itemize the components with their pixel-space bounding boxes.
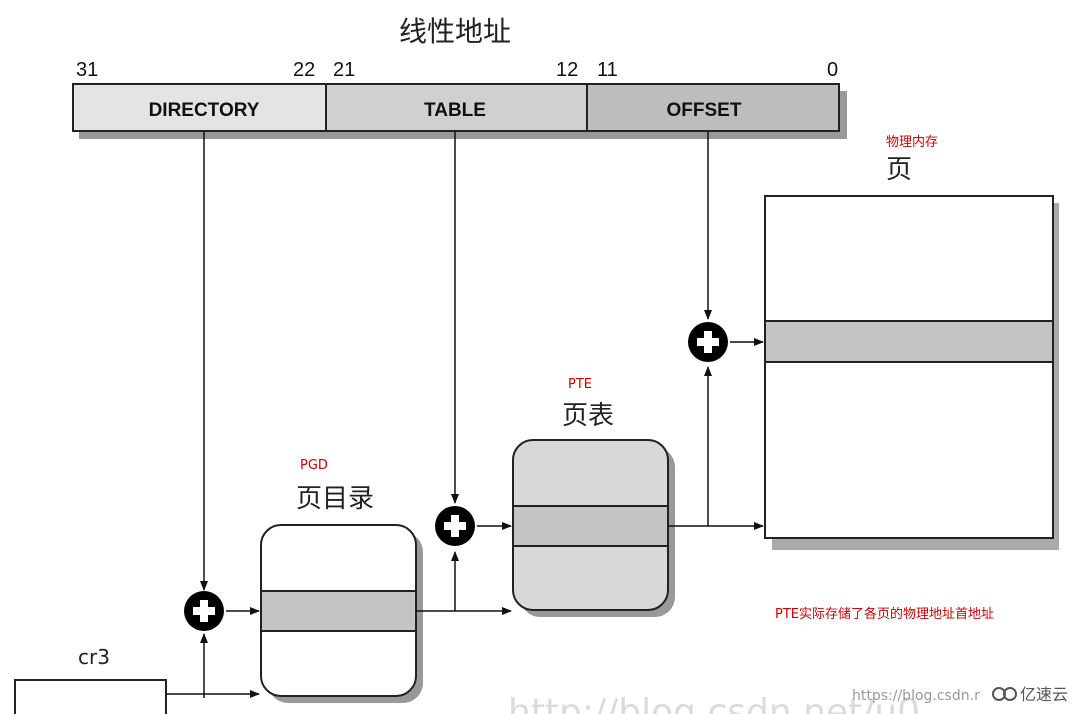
connectors <box>166 132 764 698</box>
page-table <box>512 439 675 617</box>
bit-21-label: 21 <box>333 59 355 81</box>
linear-address-title: 线性地址 <box>399 15 511 48</box>
watermark-url-small: https://blog.csdn.r <box>852 688 980 704</box>
page-directory-label: 页目录 <box>296 484 374 514</box>
linear-address-bar: DIRECTORY TABLE OFFSET <box>72 83 847 139</box>
plus-circle-icon <box>184 591 224 631</box>
table-field-label: TABLE <box>424 100 486 121</box>
directory-field <box>72 83 327 132</box>
brand-name: 亿速云 <box>1020 685 1068 704</box>
bit-11-label: 11 <box>597 59 618 81</box>
cr3-label: cr3 <box>78 645 110 669</box>
bit-31-label: 31 <box>76 59 98 81</box>
cr3-register <box>14 679 167 714</box>
plus-circle-icon <box>688 322 728 362</box>
bit-22-label: 22 <box>293 59 315 81</box>
physical-page <box>764 195 1059 550</box>
page-target-entry <box>764 320 1054 363</box>
pte-note: PTE实际存储了各页的物理地址首地址 <box>775 606 994 622</box>
page-label: 页 <box>886 155 912 185</box>
page-table-label: 页表 <box>562 401 614 431</box>
watermark-url-large: http://blog.csdn.net/u0 <box>508 692 920 714</box>
table-field <box>325 83 588 132</box>
page-directory <box>260 524 423 703</box>
bit-0-label: 0 <box>827 59 838 81</box>
offset-field-label: OFFSET <box>667 100 742 121</box>
physical-memory-annotation: 物理内存 <box>886 134 938 150</box>
bit-12-label: 12 <box>556 59 578 81</box>
yisu-logo-icon <box>992 687 1017 701</box>
page-table-annotation: PTE <box>568 377 592 392</box>
directory-field-label: DIRECTORY <box>149 100 260 121</box>
plus-circle-icon <box>435 506 475 546</box>
page-directory-entry <box>260 590 417 632</box>
page-table-entry <box>512 505 669 547</box>
offset-field <box>586 83 840 132</box>
page-directory-annotation: PGD <box>300 458 328 473</box>
